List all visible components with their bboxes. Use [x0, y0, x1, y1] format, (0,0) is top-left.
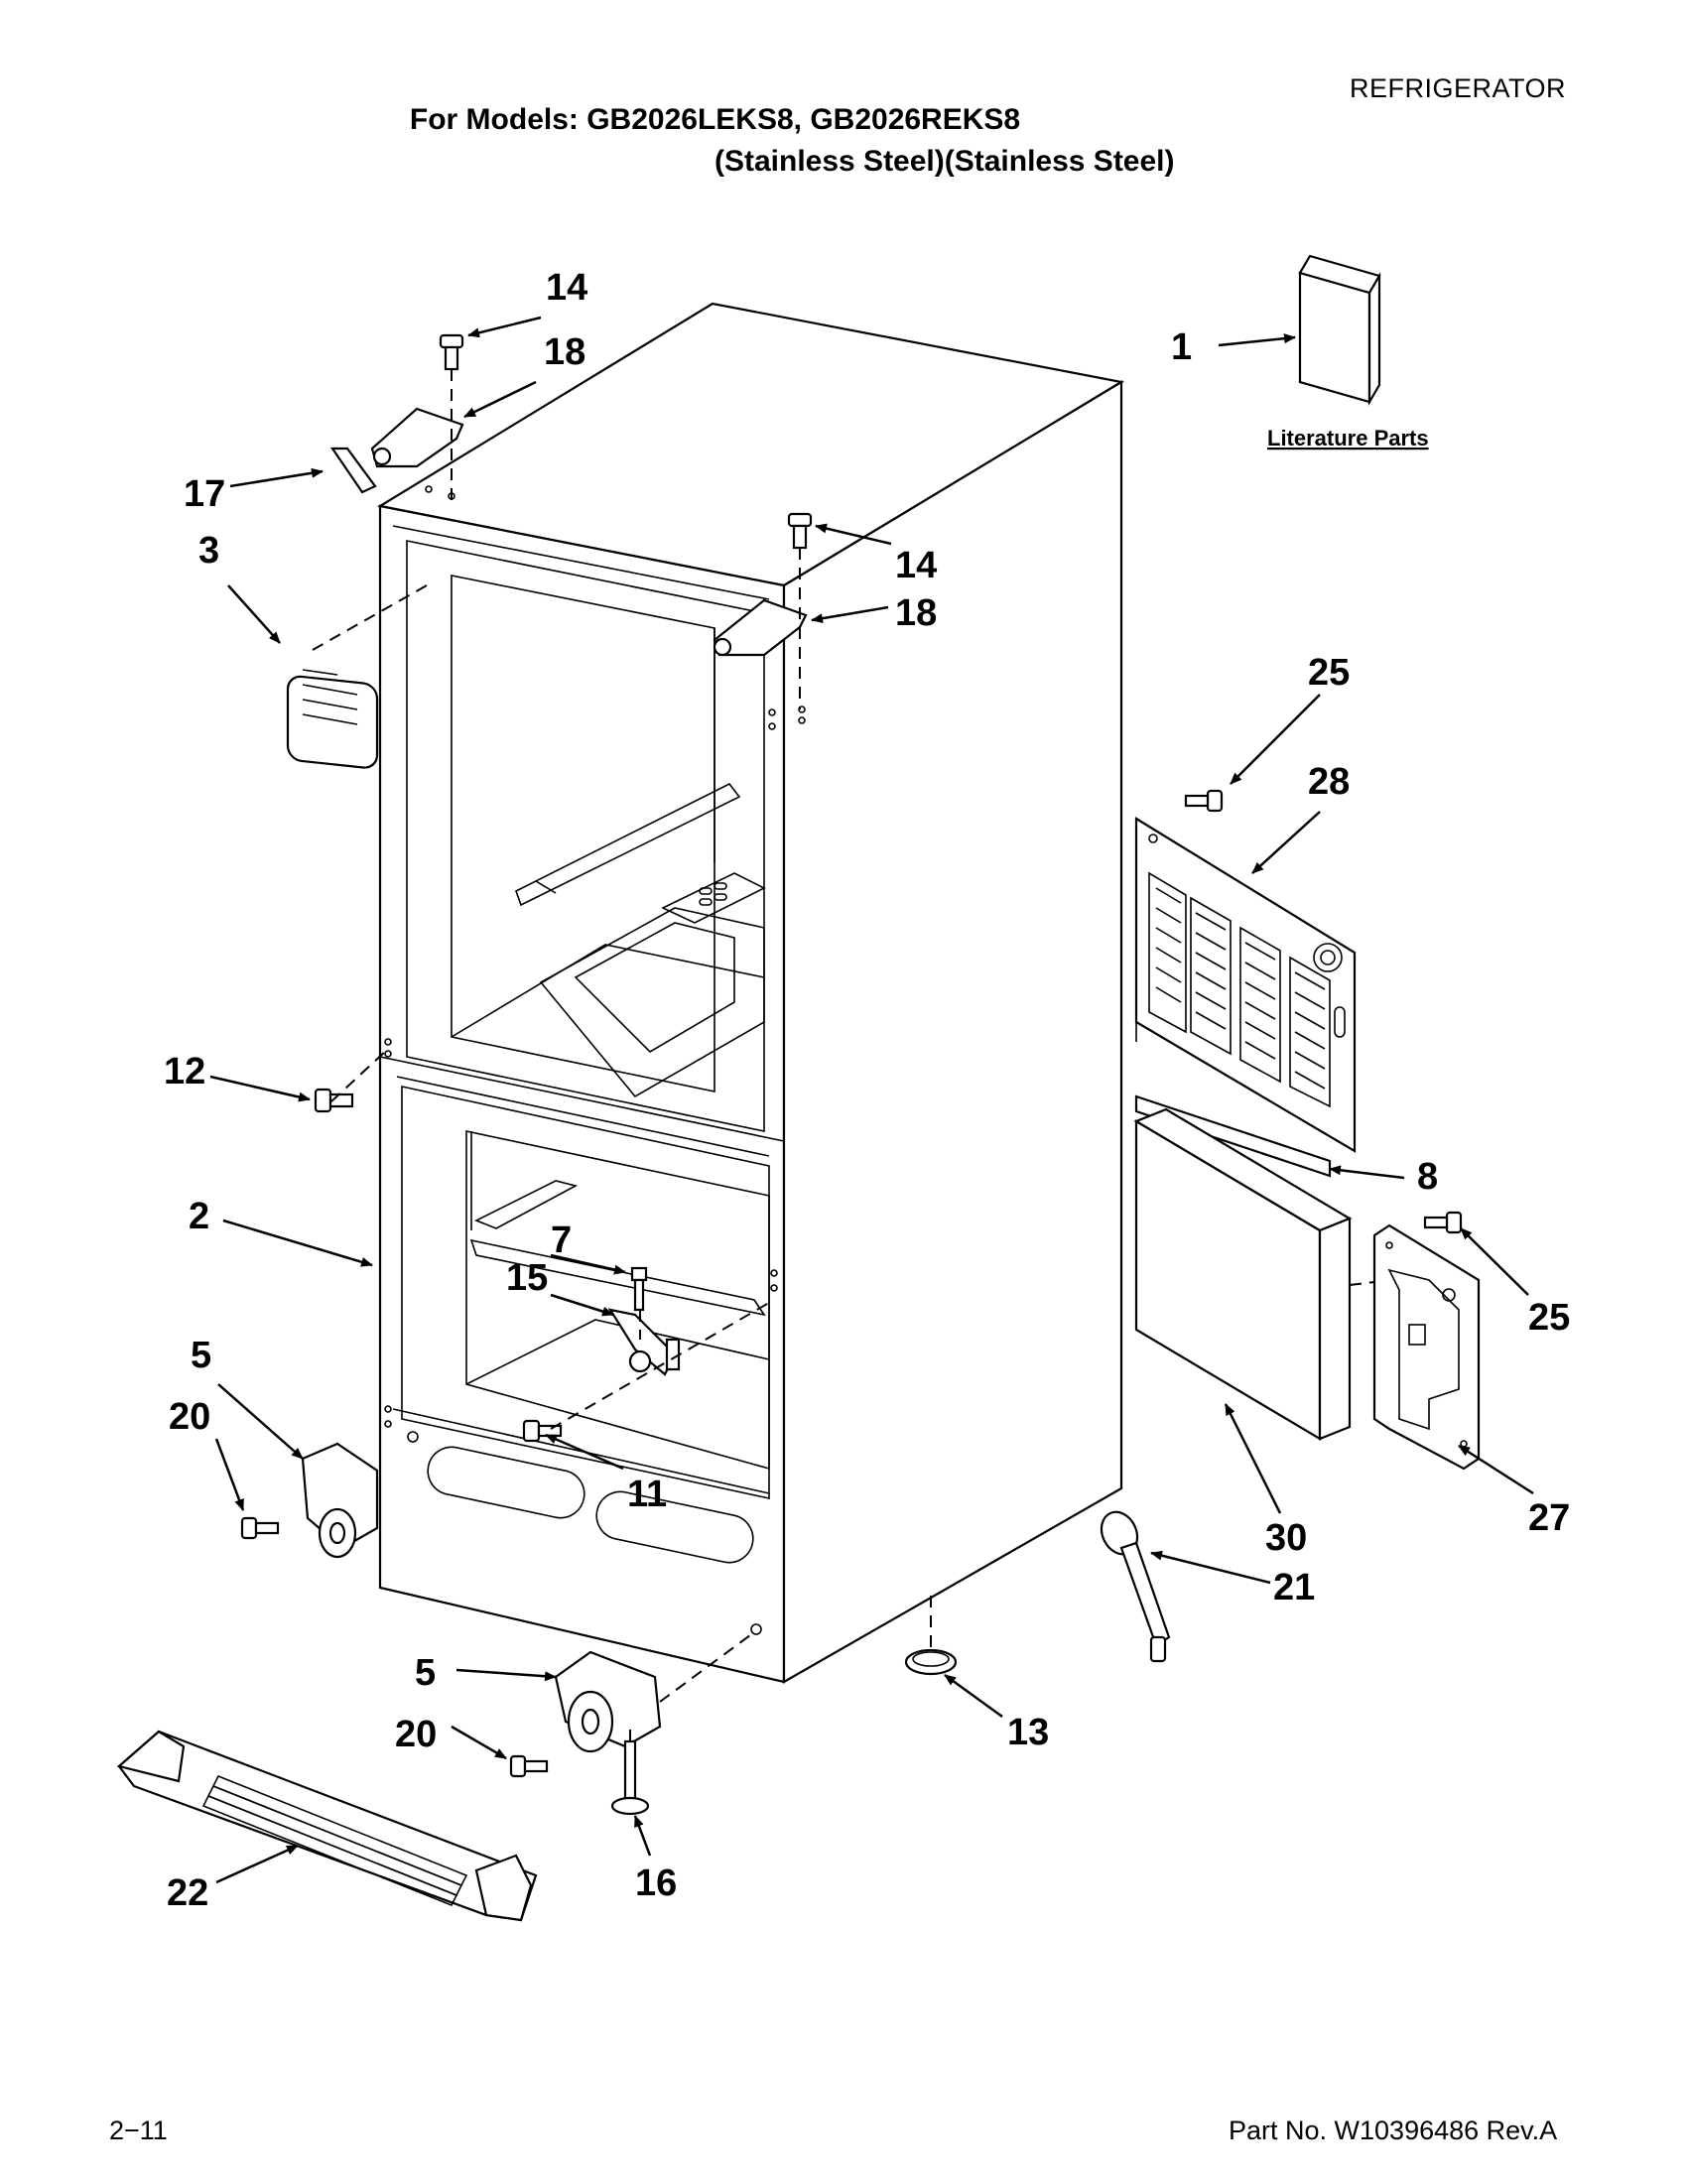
rear-panel-28: [1134, 817, 1357, 1153]
top-left-hinge: [329, 407, 464, 494]
callout-25-right: 25: [1528, 1297, 1570, 1339]
callout-16: 16: [635, 1863, 677, 1904]
bracket-15: [607, 1308, 681, 1376]
access-cover-27: [1372, 1223, 1481, 1471]
callout-20-left: 20: [169, 1396, 210, 1438]
page-number: 2−11: [109, 2116, 168, 2145]
callout-18-top: 18: [544, 331, 585, 373]
callout-3: 3: [198, 530, 219, 572]
top-left-screw: [439, 333, 464, 371]
leader-arrows: [209, 316, 1534, 1884]
callout-30: 30: [1265, 1517, 1307, 1559]
callout-5-left: 5: [191, 1335, 211, 1376]
callout-13: 13: [1007, 1712, 1049, 1753]
roller-right: [554, 1650, 662, 1753]
callout-14-mid: 14: [895, 545, 937, 586]
callout-22: 22: [167, 1872, 208, 1914]
callout-21: 21: [1273, 1567, 1315, 1608]
callout-5-right: 5: [415, 1652, 436, 1694]
insulation-panel-30: [1133, 1107, 1353, 1441]
callout-11: 11: [627, 1474, 667, 1515]
callout-7: 7: [551, 1220, 572, 1261]
callout-27: 27: [1528, 1497, 1570, 1539]
category-label: REFRIGERATOR: [1350, 73, 1567, 103]
screw-20-left: [240, 1516, 280, 1540]
model-title: For Models: GB2026LEKS8, GB2026REKS8: [0, 103, 1688, 137]
leveling-leg-16: [610, 1739, 650, 1816]
base-grille: [116, 1730, 538, 1922]
callout-17: 17: [184, 473, 225, 515]
badge-part: [286, 669, 379, 769]
screw-25-right: [1423, 1211, 1463, 1234]
screw-12: [314, 1088, 354, 1113]
callout-28: 28: [1308, 761, 1350, 803]
model-subtitle: (Stainless Steel)(Stainless Steel): [714, 145, 1175, 178]
screw-11: [522, 1419, 563, 1443]
cabinet: [377, 302, 1125, 1684]
callout-15: 15: [506, 1257, 548, 1299]
roller-left: [301, 1442, 379, 1559]
callout-1: 1: [1171, 326, 1192, 368]
part-number: Part No. W10396486 Rev.A: [1229, 2116, 1558, 2145]
handle-tool-21: [1100, 1510, 1171, 1663]
pin-7: [630, 1266, 648, 1312]
screw-20-right: [509, 1754, 549, 1778]
model-title-text: For Models: GB2026LEKS8, GB2026REKS8: [409, 103, 1021, 136]
gasket-strip-8: [1134, 1094, 1332, 1178]
foot-pad-13: [904, 1648, 958, 1676]
literature-parts: Literature Parts: [1267, 254, 1429, 450]
vent-slots: [699, 882, 727, 906]
literature-parts-label: Literature Parts: [1267, 426, 1429, 450]
callout-8: 8: [1417, 1156, 1438, 1198]
callout-25-top: 25: [1308, 652, 1350, 694]
callout-2: 2: [189, 1196, 209, 1237]
screw-25-top: [1184, 789, 1224, 813]
callout-14-top: 14: [546, 267, 587, 309]
callout-labels: 1 2 3 5 5 7 8 11 12 13 14 14 15 16 17 18…: [164, 267, 1570, 1914]
callout-18-mid: 18: [895, 592, 937, 634]
callout-20-right: 20: [395, 1714, 437, 1755]
callout-12: 12: [164, 1051, 205, 1092]
top-right-screw: [787, 512, 813, 550]
